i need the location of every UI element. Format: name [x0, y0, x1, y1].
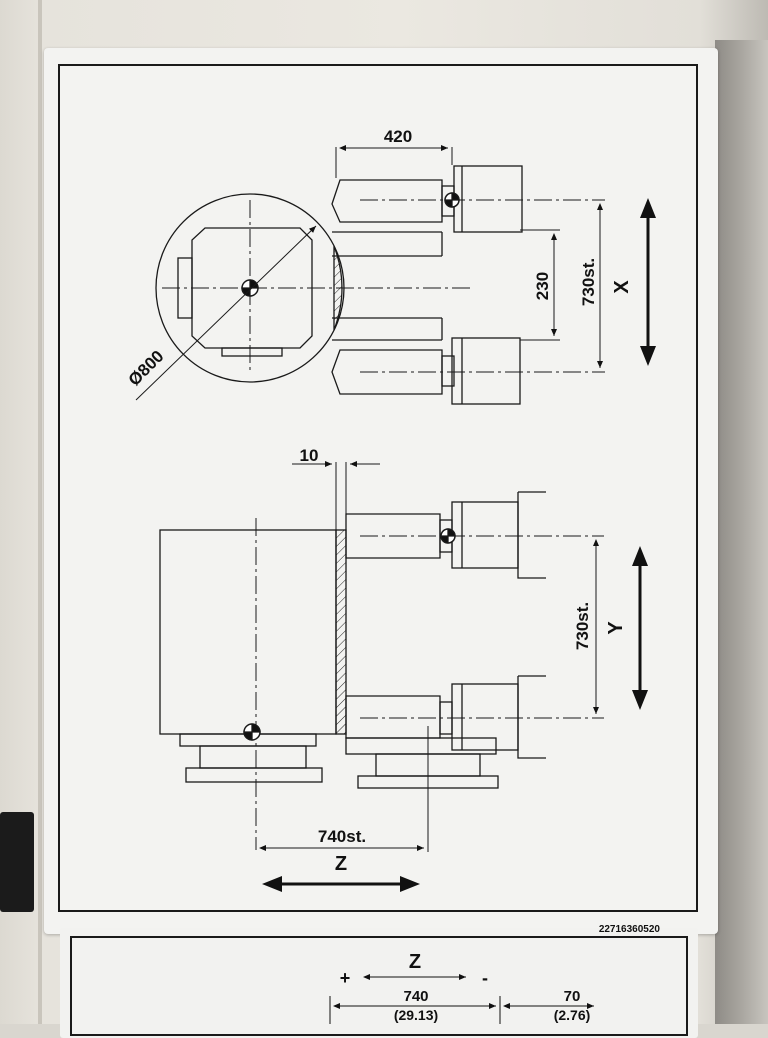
- z-axis-label: Z: [335, 853, 347, 875]
- door-edge: [715, 40, 768, 1024]
- y-axis-arrow: [632, 546, 648, 710]
- x-stroke-label: 730st.: [579, 258, 598, 306]
- lower-dim-740: 740: [403, 988, 428, 1005]
- diameter-label: Ø800: [125, 347, 168, 390]
- dim-230-label: 230: [533, 272, 552, 300]
- side-upper-spindle: [345, 513, 441, 559]
- lower-dim-740-inch: (29.13): [394, 1007, 438, 1023]
- lower-plate-diagram: Z + - 740 (29.13) 70 (2.76): [329, 951, 594, 1024]
- y-stroke-label: 730st.: [573, 602, 592, 650]
- lower-minus-sign: -: [482, 968, 488, 988]
- lower-plus-sign: +: [340, 968, 351, 988]
- lower-spindle-motor: [451, 337, 521, 405]
- z-stroke-label: 740st.: [318, 827, 366, 846]
- wall-seam: [38, 0, 42, 1024]
- table-clamp-bottom: [221, 347, 283, 357]
- lower-spindle-body: [331, 349, 443, 395]
- part-number: 22716360520: [599, 924, 661, 935]
- z-axis-arrow: [262, 876, 420, 892]
- x-axis-label: X: [611, 280, 633, 294]
- side-view: [159, 461, 604, 852]
- machine-diagram-plate: [44, 48, 718, 934]
- lower-plate: [60, 928, 698, 1038]
- plate-frame: [58, 64, 698, 912]
- lower-dim-70-inch: (2.76): [554, 1007, 591, 1023]
- lower-z-label: Z: [409, 951, 421, 973]
- upper-spindle-body: [331, 179, 443, 223]
- side-lower-spindle: [345, 695, 441, 739]
- column-box: [159, 529, 337, 735]
- top-view: [135, 145, 605, 405]
- base-left: [185, 767, 323, 783]
- x-axis-arrow: [640, 198, 656, 366]
- dim-420-label: 420: [384, 127, 412, 146]
- latch-block: [0, 812, 34, 912]
- lower-dim-70: 70: [564, 988, 581, 1005]
- upper-spindle-motor: [453, 165, 523, 233]
- hatched-wall: [335, 529, 347, 735]
- dim-10-label: 10: [300, 446, 319, 465]
- y-axis-label: Y: [605, 621, 627, 635]
